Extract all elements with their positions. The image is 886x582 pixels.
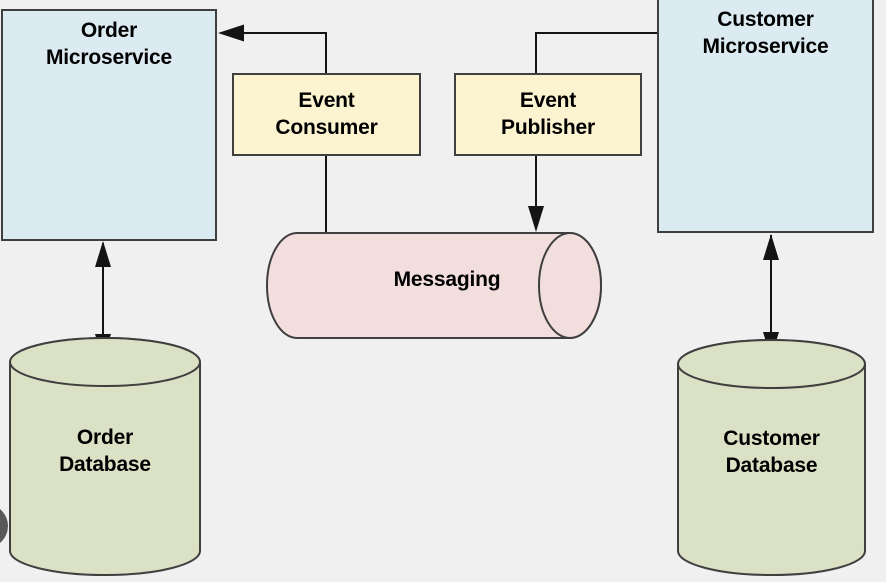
order-database-cylinder-top <box>9 337 201 387</box>
order-microservice-box <box>1 9 217 241</box>
arrowhead-down-into-messaging <box>528 206 544 232</box>
arrowhead-up-into-order-microservice <box>95 241 111 267</box>
customer-microservice-box <box>657 0 874 233</box>
event-consumer-box <box>232 73 421 156</box>
partial-circle-overlay <box>0 509 8 543</box>
customer-database-cylinder-top <box>677 339 866 389</box>
event-publisher-box <box>454 73 642 156</box>
connector-consumer-to-order <box>243 32 327 74</box>
arrowhead-up-into-customer-microservice <box>763 234 779 260</box>
connector-customer-to-publisher <box>535 32 658 74</box>
messaging-cylinder-cap <box>538 232 602 339</box>
arrowhead-left-into-order-microservice <box>218 24 244 42</box>
